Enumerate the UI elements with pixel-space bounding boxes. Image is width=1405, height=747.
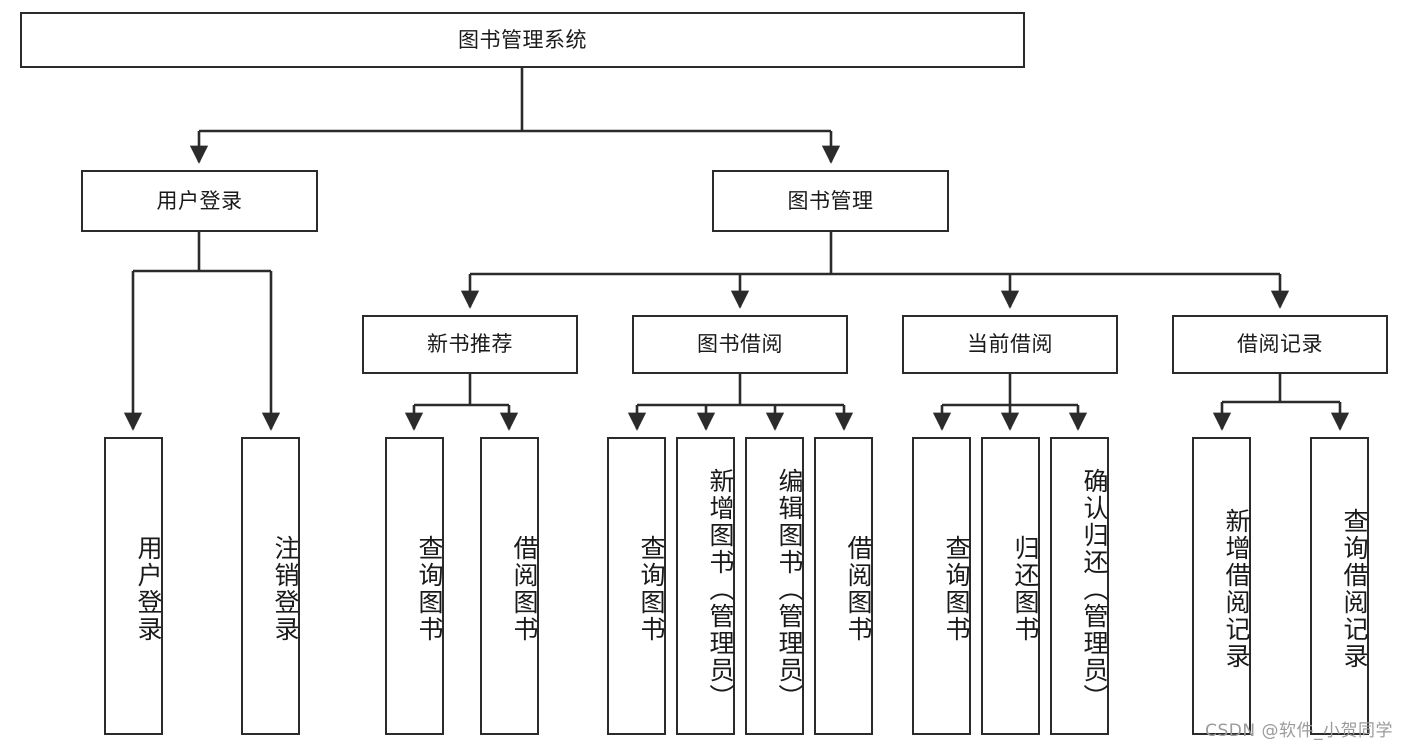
leaf-book-borrow-add[interactable]: 新增图书（管理员） [676, 437, 735, 735]
leaf-current-borrow-confirm-return[interactable]: 确认归还（管理员） [1050, 437, 1109, 735]
node-root-system[interactable]: 图书管理系统 [20, 12, 1025, 68]
leaf-user-login-signin[interactable]: 用户登录 [104, 437, 163, 735]
node-label: 借阅图书 [510, 535, 539, 643]
node-book-borrow[interactable]: 图书借阅 [632, 315, 848, 374]
node-label: 新书推荐 [427, 332, 513, 357]
leaf-new-book-query[interactable]: 查询图书 [385, 437, 444, 735]
node-user-login[interactable]: 用户登录 [81, 170, 318, 232]
node-current-borrow[interactable]: 当前借阅 [902, 315, 1118, 374]
node-label: 编辑图书（管理员） [775, 467, 804, 711]
leaf-borrow-record-query[interactable]: 查询借阅记录 [1310, 437, 1369, 735]
node-label: 查询图书 [637, 535, 666, 643]
node-label: 新增图书（管理员） [706, 467, 735, 711]
node-label: 注销登录 [271, 535, 300, 643]
watermark-text: CSDN @软件_小贺同学 [1205, 721, 1393, 741]
node-label: 图书借阅 [697, 332, 783, 357]
node-label: 用户登录 [156, 188, 243, 213]
leaf-current-borrow-return[interactable]: 归还图书 [981, 437, 1040, 735]
node-label: 确认归还（管理员） [1080, 467, 1109, 711]
leaf-book-borrow-query[interactable]: 查询图书 [607, 437, 666, 735]
leaf-new-book-borrow[interactable]: 借阅图书 [480, 437, 539, 735]
leaf-current-borrow-query[interactable]: 查询图书 [912, 437, 971, 735]
node-label: 归还图书 [1011, 535, 1040, 643]
node-label: 借阅图书 [844, 535, 873, 643]
leaf-borrow-record-add[interactable]: 新增借阅记录 [1192, 437, 1251, 735]
leaf-book-borrow-lend[interactable]: 借阅图书 [814, 437, 873, 735]
node-label: 新增借阅记录 [1222, 508, 1251, 670]
node-label: 用户登录 [134, 535, 163, 643]
leaf-user-login-signout[interactable]: 注销登录 [241, 437, 300, 735]
node-label: 图书管理 [787, 188, 874, 213]
node-label: 图书管理系统 [458, 27, 587, 52]
node-label: 当前借阅 [967, 332, 1053, 357]
node-label: 查询图书 [942, 535, 971, 643]
leaf-book-borrow-edit[interactable]: 编辑图书（管理员） [745, 437, 804, 735]
node-borrow-record[interactable]: 借阅记录 [1172, 315, 1388, 374]
node-book-management[interactable]: 图书管理 [712, 170, 949, 232]
node-label: 查询图书 [415, 535, 444, 643]
node-label: 查询借阅记录 [1340, 508, 1369, 670]
node-label: 借阅记录 [1237, 332, 1323, 357]
node-new-book-recommend[interactable]: 新书推荐 [362, 315, 578, 374]
